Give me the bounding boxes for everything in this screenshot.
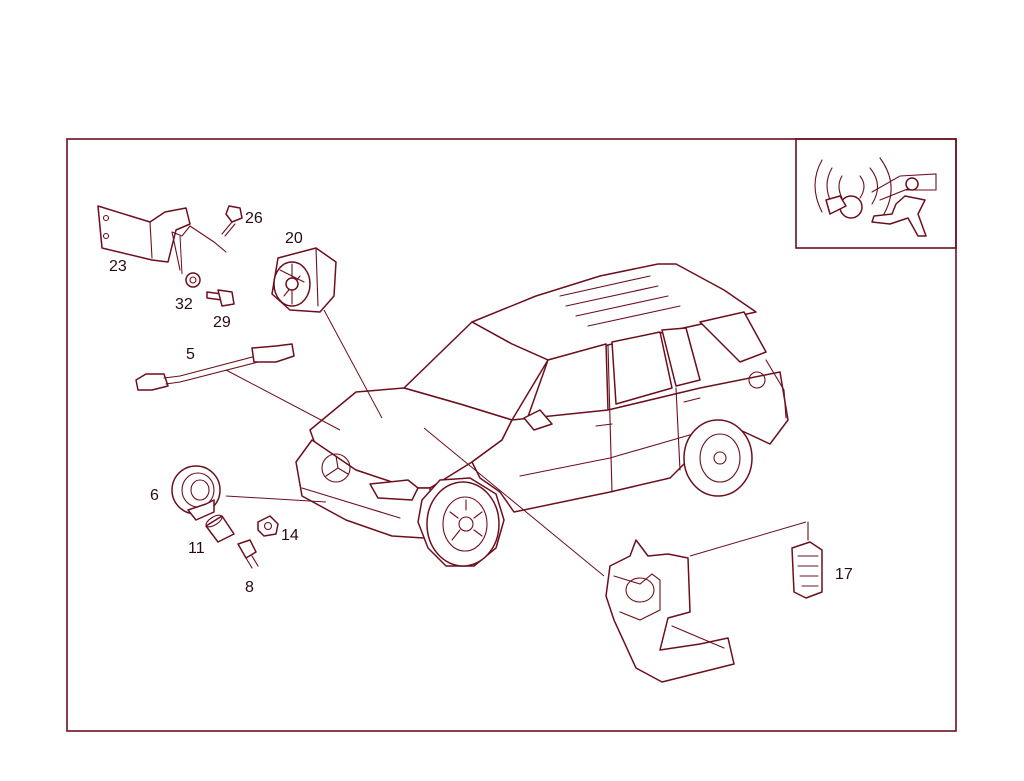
callout-20: 20 (285, 230, 303, 247)
leader-lines (179, 235, 807, 577)
inset-panel (795, 138, 957, 249)
part-29-bolt (206, 289, 235, 307)
part-26-screw (221, 205, 243, 237)
part-14-nut (257, 515, 279, 537)
suv-vehicle (295, 263, 789, 567)
callout-23: 23 (109, 258, 127, 275)
callout-8: 8 (245, 579, 254, 596)
part-8-screw (237, 539, 259, 569)
part-6-horn (171, 465, 221, 521)
callout-17: 17 (835, 566, 853, 583)
part-17-connector (791, 521, 823, 599)
pedestrian-alarm-warning-icon (814, 157, 937, 237)
part-11-sleeve (205, 514, 235, 543)
callout-32: 32 (175, 296, 193, 313)
callout-11: 11 (188, 540, 205, 557)
part-23-bracket (97, 205, 227, 271)
callout-29: 29 (213, 314, 231, 331)
part-5-cable (135, 343, 295, 391)
diagram-frame (66, 138, 957, 732)
callout-6: 6 (150, 487, 159, 504)
control-unit-bracket (605, 539, 735, 683)
callout-26: 26 (245, 210, 263, 227)
part-32-washer (185, 272, 201, 288)
part-20-horn (271, 247, 337, 313)
callout-14: 14 (281, 527, 299, 544)
callout-5: 5 (186, 346, 195, 363)
